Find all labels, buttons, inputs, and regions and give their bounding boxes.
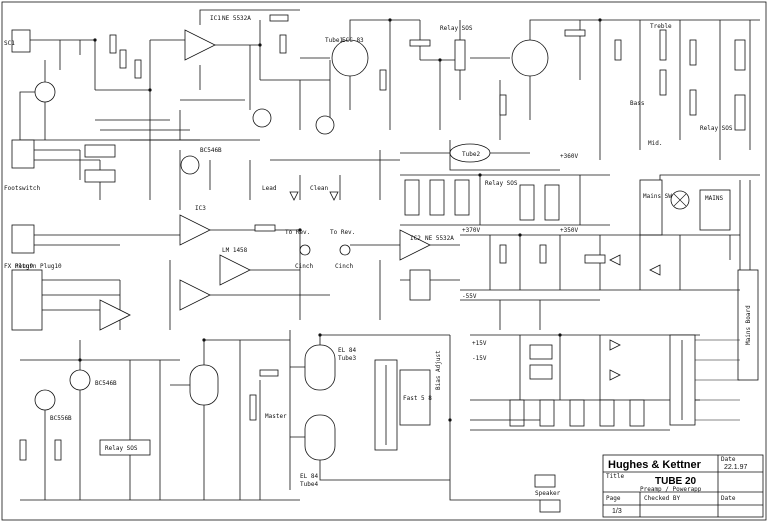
power-supply: +370V +350V -55V: [460, 227, 740, 330]
svg-text:Page: Page: [606, 495, 621, 502]
power-amp: EL 84 Tube3 EL 84 Tube4 Fast 5 8 Bias Ad…: [289, 330, 561, 513]
title-block: Hughes & Kettner Date 22.1.97 Title TUBE…: [602, 454, 764, 518]
company-name: Hughes & Kettner: [608, 459, 702, 471]
svg-text:Title: Title: [606, 473, 624, 480]
svg-text:NE 5532A: NE 5532A: [425, 235, 454, 242]
svg-text:IC3: IC3: [195, 205, 206, 212]
svg-text:Tube4: Tube4: [300, 481, 318, 488]
bass-label: Bass: [630, 100, 645, 107]
master-label: Master: [265, 413, 287, 420]
svg-text:EL 84: EL 84: [300, 473, 318, 480]
svg-text:+360V: +360V: [560, 153, 578, 160]
treble-label: Treble: [650, 23, 672, 30]
reverb-driver: IC2 NE 5532A: [350, 229, 460, 320]
drawing-title: TUBE 20: [655, 476, 697, 487]
svg-text:Plug9: Plug9: [15, 263, 33, 270]
svg-text:-55V: -55V: [462, 293, 477, 300]
fx-loop: FX Return IC3 LM 1458 To Rev. To Rev. Ci…: [4, 205, 355, 330]
mains-inlet: [699, 189, 731, 231]
svg-text:Date: Date: [721, 495, 736, 502]
ic4-opamp: [219, 254, 251, 286]
svg-text:Relay SOS: Relay SOS: [440, 25, 473, 32]
mains-board: [737, 269, 759, 381]
ic1-part: NE 5532A: [222, 15, 251, 22]
svg-text:Fast 5 8: Fast 5 8: [403, 395, 432, 402]
ic3-opamp: [179, 214, 211, 246]
svg-text:EL 84: EL 84: [338, 347, 356, 354]
phase-inverter-tube: [189, 364, 219, 406]
lead-label: Lead: [262, 185, 277, 192]
mains-section: Mains SW MAINS Mains Board: [639, 174, 760, 381]
fx-return-label: FX Return: [4, 263, 37, 270]
transistor-bc556: [34, 389, 56, 411]
tube4-el84: [304, 414, 336, 461]
svg-text:Mains Board: Mains Board: [745, 305, 752, 345]
svg-text:To Rev.: To Rev.: [285, 229, 310, 236]
phase-inverter: Master: [170, 339, 290, 500]
page-number: 1/3: [612, 508, 622, 515]
tube1-v1: [331, 39, 369, 77]
ic5-opamp: [179, 279, 211, 311]
ic1-label: IC1: [210, 15, 221, 22]
svg-text:Relay SOS: Relay SOS: [700, 125, 733, 132]
tube2-stage: Tube2 +360V: [400, 19, 586, 171]
svg-text:Bias Adjust: Bias Adjust: [435, 350, 442, 390]
svg-text:+350V: +350V: [560, 227, 578, 234]
junctions: [78, 18, 602, 422]
jfet-switch: [252, 108, 272, 128]
svg-text:To Rev.: To Rev.: [330, 229, 355, 236]
tube1-stage: Tube1 ECC 83 Relay SOS: [300, 19, 473, 130]
relay-block: Relay SOS: [400, 174, 610, 226]
svg-text:MAINS: MAINS: [705, 195, 723, 202]
svg-text:Relay SOS: Relay SOS: [485, 180, 518, 187]
svg-text:Plug10: Plug10: [40, 263, 62, 270]
svg-text:LM 1458: LM 1458: [222, 247, 248, 254]
power-transformer: [669, 334, 696, 426]
svg-text:Date: Date: [721, 456, 736, 463]
footswitch-label: Footswitch: [4, 185, 41, 192]
transistor-bc546: [69, 369, 91, 391]
input-section: SC1: [4, 29, 200, 141]
clean-label: Clean: [310, 185, 328, 192]
speaker-label: Speaker: [535, 490, 561, 497]
svg-text:+370V: +370V: [462, 227, 480, 234]
tube3-el84: [304, 344, 336, 391]
svg-text:Mains SW: Mains SW: [643, 193, 672, 200]
svg-text:Tube3: Tube3: [338, 355, 356, 362]
svg-text:Cinch: Cinch: [335, 263, 353, 270]
input-jack: [11, 29, 31, 53]
input-transistor: [34, 81, 56, 103]
svg-text:BC556B: BC556B: [50, 415, 72, 422]
tube2-v1: [511, 39, 549, 77]
input-jack-label: SC1: [4, 40, 15, 47]
ic1-opamp: [184, 29, 216, 61]
channel-switching: Footswitch BC546B Lead Clean: [4, 139, 400, 210]
svg-text:Tube2: Tube2: [462, 151, 480, 158]
svg-text:Cinch: Cinch: [295, 263, 313, 270]
mid-label: Mid.: [648, 140, 662, 147]
ic1-stage: IC1 NE 5532A: [150, 9, 335, 140]
drawing-date: 22.1.97: [724, 464, 747, 471]
tone-stack: Treble Bass Mid. Relay SOS: [580, 19, 760, 160]
svg-text:Relay SOS: Relay SOS: [105, 445, 138, 452]
svg-text:+15V: +15V: [472, 340, 487, 347]
svg-text:-15V: -15V: [472, 355, 487, 362]
svg-text:ECC 83: ECC 83: [342, 37, 364, 44]
rectifier: +15V -15V: [470, 334, 740, 431]
svg-text:Checked BY: Checked BY: [644, 495, 681, 502]
drawing-subtitle: Preamp / Powerapp: [640, 486, 702, 493]
svg-text:BC546B: BC546B: [95, 380, 117, 387]
tube1-label: Tube1: [325, 37, 343, 44]
svg-text:IC2: IC2: [410, 235, 421, 242]
bottom-left-section: Plug9 Plug10 BC546B BC556B Relay SOS: [11, 263, 300, 501]
svg-text:BC546B: BC546B: [200, 147, 222, 154]
